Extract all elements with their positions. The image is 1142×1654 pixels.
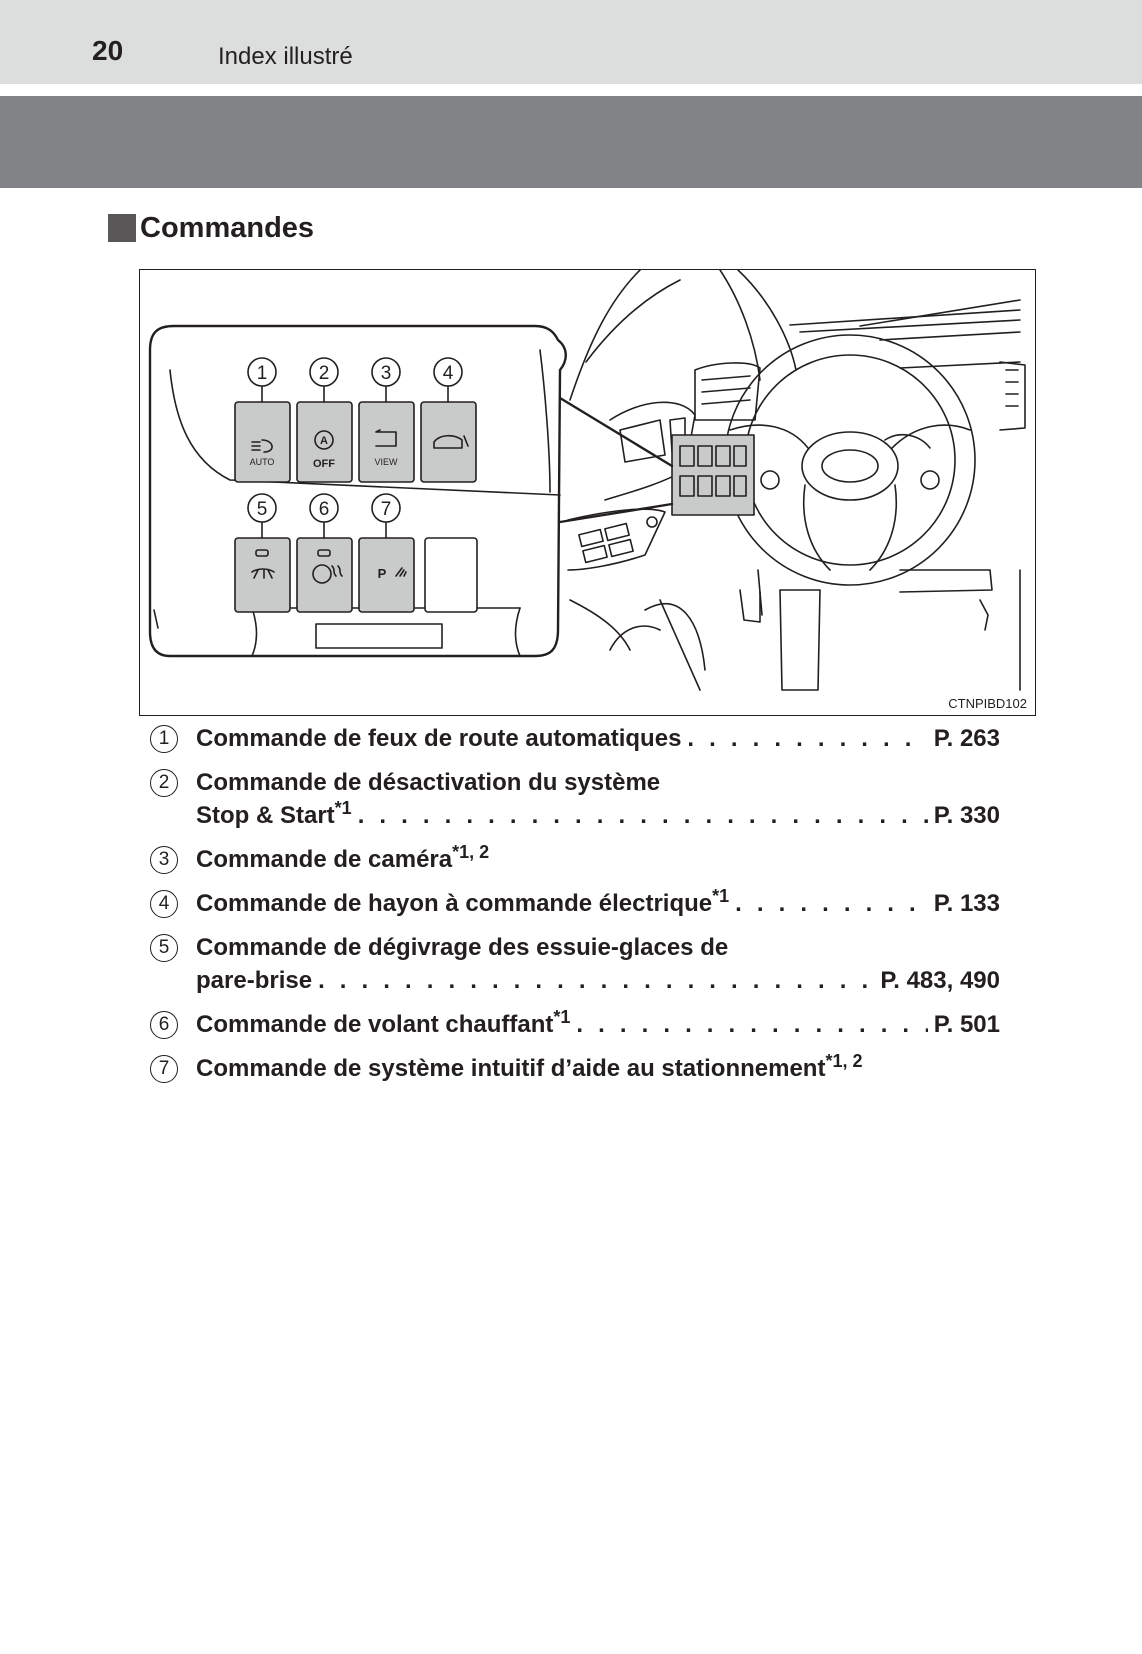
item-number: 2 bbox=[150, 769, 178, 797]
item-line: Commande de hayon à commande électrique*… bbox=[196, 887, 1000, 920]
label-view: VIEW bbox=[374, 457, 398, 467]
callout-4: 4 bbox=[443, 363, 454, 384]
footnote-marker: *1 bbox=[553, 1007, 571, 1027]
page-reference[interactable]: P. 263 bbox=[933, 725, 1000, 752]
page-reference[interactable]: P. 330 bbox=[933, 802, 1000, 829]
list-item: 7 Commande de système intuitif d’aide au… bbox=[150, 1052, 1000, 1085]
item-text-main: Commande de caméra bbox=[196, 846, 453, 873]
section-heading: Commandes bbox=[108, 212, 314, 244]
item-text-main: Commande de système intuitif d’aide au s… bbox=[196, 1055, 826, 1082]
callout-5: 5 bbox=[257, 499, 268, 520]
controls-list: 1 Commande de feux de route automatiques… bbox=[150, 722, 1000, 1096]
label-off: OFF bbox=[313, 458, 335, 470]
callout-2: 2 bbox=[319, 363, 330, 384]
list-item: 2 Commande de désactivation du système S… bbox=[150, 766, 1000, 832]
callout-1: 1 bbox=[257, 363, 268, 384]
item-text: Commande de hayon à commande électrique*… bbox=[196, 887, 729, 920]
list-item: 5 Commande de dégivrage des essuie-glace… bbox=[150, 931, 1000, 997]
footnote-marker: *1, 2 bbox=[825, 1051, 863, 1071]
dot-leader: . . . . . . . . . . . . . . . . . . . . … bbox=[735, 890, 928, 917]
header-band bbox=[0, 0, 1142, 84]
item-line: Stop & Start*1 . . . . . . . . . . . . .… bbox=[196, 799, 1000, 832]
item-line: pare-brise . . . . . . . . . . . . . . .… bbox=[196, 964, 1000, 997]
page-reference[interactable]: P. 133 bbox=[933, 890, 1000, 917]
dot-leader: . . . . . . . . . . . . . . . . . . . . … bbox=[318, 967, 874, 994]
item-number: 1 bbox=[150, 725, 178, 753]
item-text: Commande de dégivrage des essuie-glaces … bbox=[196, 934, 729, 961]
page-reference[interactable]: P. 483, 490 bbox=[880, 967, 1000, 994]
item-text-main: Commande de volant chauffant bbox=[196, 1011, 554, 1038]
callout-3: 3 bbox=[381, 363, 392, 384]
item-text: pare-brise bbox=[196, 967, 313, 994]
dot-leader: . . . . . . . . . . . . . . . . . . . . … bbox=[576, 1011, 927, 1038]
item-number: 3 bbox=[150, 846, 178, 874]
list-item: 6 Commande de volant chauffant*1 . . . .… bbox=[150, 1008, 1000, 1041]
item-line: Commande de feux de route automatiques .… bbox=[196, 722, 1000, 755]
page-reference[interactable]: P. 501 bbox=[933, 1011, 1000, 1038]
chapter-band bbox=[0, 96, 1142, 188]
dot-leader: . . . . . . . . . . . . . . . . . . . . … bbox=[357, 802, 928, 829]
footnote-marker: *1, 2 bbox=[452, 842, 490, 862]
item-text: Commande de caméra*1, 2 bbox=[196, 843, 489, 876]
item-line: Commande de volant chauffant*1 . . . . .… bbox=[196, 1008, 1000, 1041]
label-a: A bbox=[320, 435, 328, 447]
list-item: 4 Commande de hayon à commande électriqu… bbox=[150, 887, 1000, 920]
item-text-main: Stop & Start bbox=[196, 802, 335, 829]
page-number: 20 bbox=[92, 35, 124, 66]
controls-illustration: 1 2 3 4 5 6 7 AUTO A OFF VIEW P CTNPIBD1… bbox=[139, 269, 1036, 716]
item-number: 5 bbox=[150, 934, 178, 962]
item-line: Commande de désactivation du système bbox=[196, 766, 1000, 799]
list-item: 1 Commande de feux de route automatiques… bbox=[150, 722, 1000, 755]
section-square-icon bbox=[108, 214, 136, 242]
dashboard-drawing: 1 2 3 4 5 6 7 AUTO A OFF VIEW P bbox=[148, 270, 1026, 691]
footnote-marker: *1 bbox=[334, 798, 352, 818]
item-text: Commande de système intuitif d’aide au s… bbox=[196, 1052, 862, 1085]
figure-code: CTNPIBD102 bbox=[948, 696, 1027, 711]
item-text: Commande de désactivation du système bbox=[196, 769, 661, 796]
item-number: 6 bbox=[150, 1011, 178, 1039]
item-number: 4 bbox=[150, 890, 178, 918]
callout-6: 6 bbox=[319, 499, 330, 520]
label-auto: AUTO bbox=[250, 457, 275, 467]
item-text: Stop & Start*1 bbox=[196, 799, 352, 832]
item-text: Commande de volant chauffant*1 bbox=[196, 1008, 570, 1041]
item-number: 7 bbox=[150, 1055, 178, 1083]
item-line: Commande de caméra*1, 2 bbox=[196, 843, 1000, 876]
item-line: Commande de système intuitif d’aide au s… bbox=[196, 1052, 1000, 1085]
item-text-main: Commande de hayon à commande électrique bbox=[196, 890, 713, 917]
dot-leader: . . . . . . . . . . . . . . . . . . . . … bbox=[687, 725, 927, 752]
list-item: 3 Commande de caméra*1, 2 bbox=[150, 843, 1000, 876]
item-text: Commande de feux de route automatiques bbox=[196, 725, 682, 752]
running-title: Index illustré bbox=[218, 43, 353, 70]
label-p: P bbox=[378, 566, 387, 581]
callout-7: 7 bbox=[381, 499, 392, 520]
section-title: Commandes bbox=[140, 212, 315, 244]
item-line: Commande de dégivrage des essuie-glaces … bbox=[196, 931, 1000, 964]
footnote-marker: *1 bbox=[712, 886, 730, 906]
